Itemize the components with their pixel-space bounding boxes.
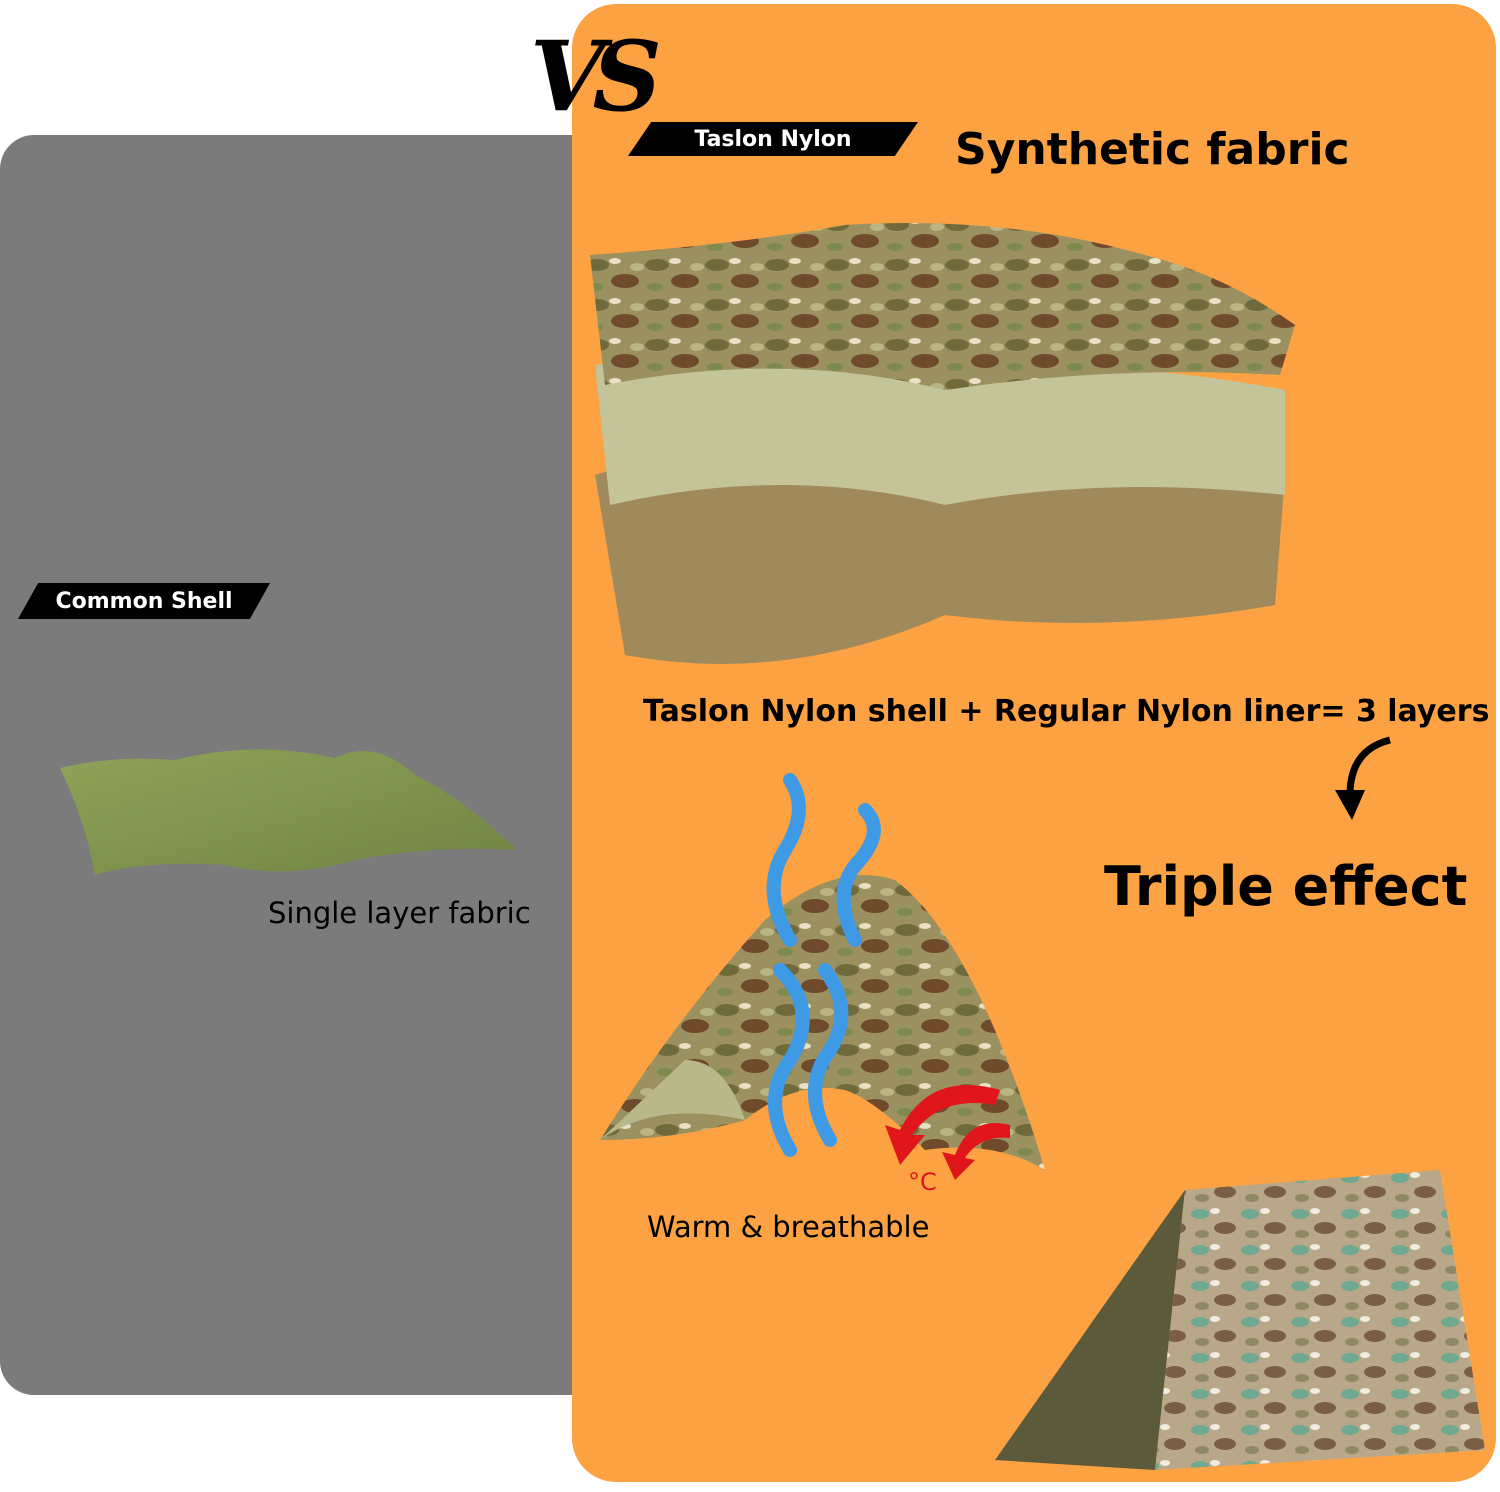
celsius-symbol: °C [908,1168,937,1196]
curved-arrow-icon [1335,736,1391,820]
taslon-nylon-tag: Taslon Nylon [628,122,918,156]
common-shell-tag: Common Shell [18,583,270,619]
warm-breathable-caption: Warm & breathable [647,1210,930,1244]
three-layer-fabric-image [590,223,1295,664]
layers-caption: Taslon Nylon shell + Regular Nylon liner… [643,694,1490,729]
breathable-airflow-icon [766,773,881,1157]
synthetic-fabric-title: Synthetic fabric [955,124,1350,175]
single-layer-caption: Single layer fabric [268,896,531,930]
warmth-arrows-icon [885,1085,1010,1180]
vs-label: VS [530,20,662,133]
single-layer-fabric-image [60,749,517,875]
triple-effect-heading: Triple effect [1104,855,1468,918]
tarp-tent-image [995,1170,1485,1470]
